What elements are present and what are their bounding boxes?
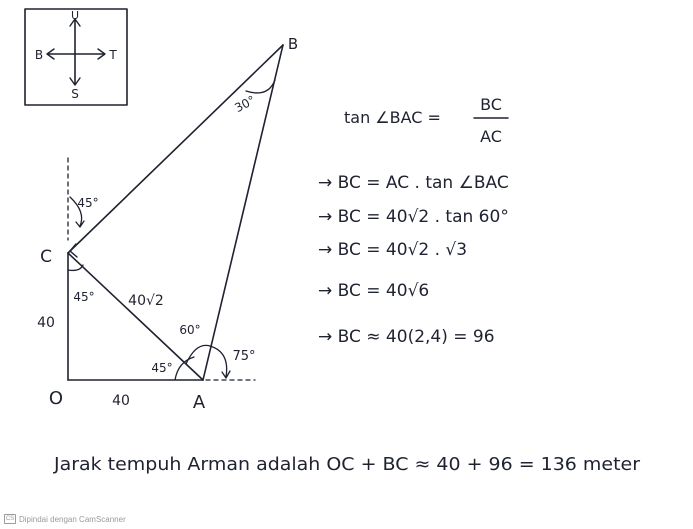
angle-b-label: 30° bbox=[232, 93, 257, 115]
calc-line-5: → BC ≈ 40(2,4) = 96 bbox=[318, 327, 495, 347]
angle-c-top-label: 45° bbox=[77, 196, 98, 210]
arrow-down-icon bbox=[69, 77, 81, 86]
camscanner-logo-icon: CS bbox=[4, 514, 16, 524]
point-a-label: A bbox=[193, 392, 206, 413]
compass-north-label: U bbox=[71, 9, 79, 22]
compass-east-label: T bbox=[108, 48, 117, 62]
angle-a-mid-label: 60° bbox=[179, 323, 200, 337]
calc-fraction-denominator: AC bbox=[480, 127, 502, 146]
conclusion-text: Jarak tempuh Arman adalah OC + BC ≈ 40 +… bbox=[53, 454, 641, 475]
point-o-label: O bbox=[49, 388, 63, 409]
calc-line-1: → BC = AC . tan ∠BAC bbox=[318, 173, 509, 193]
angle-arc-b bbox=[245, 79, 276, 94]
arrow-left-icon bbox=[46, 48, 55, 60]
calculation: tan ∠BAC = BC AC → BC = AC . tan ∠BAC → … bbox=[318, 95, 509, 347]
segment-ab bbox=[202, 44, 284, 381]
length-oa-label: 40 bbox=[112, 393, 130, 409]
calc-fraction-numerator: BC bbox=[480, 95, 502, 114]
angle-c-bottom-label: 45° bbox=[73, 290, 94, 304]
angle-a-left-label: 45° bbox=[151, 361, 172, 375]
calc-line-0-lhs: tan ∠BAC = bbox=[344, 108, 441, 127]
angle-a-right-label: 75° bbox=[232, 349, 255, 364]
camscanner-text: Dipindai dengan CamScanner bbox=[19, 514, 126, 524]
angle-arc-a-left bbox=[174, 356, 195, 381]
camscanner-watermark: CS Dipindai dengan CamScanner bbox=[4, 514, 126, 524]
right-angle-mark-c bbox=[69, 243, 78, 258]
segment-ca bbox=[67, 252, 204, 381]
length-ca-label: 40√2 bbox=[128, 293, 164, 309]
compass-west-label: B bbox=[35, 48, 43, 62]
angle-arc-a-right bbox=[209, 345, 231, 379]
compass-frame bbox=[24, 8, 128, 106]
angle-arc-c-bottom bbox=[67, 264, 84, 272]
point-c-label: C bbox=[40, 247, 52, 267]
calc-line-3: → BC = 40√2 . √3 bbox=[318, 240, 467, 260]
length-oc-label: 40 bbox=[37, 315, 55, 331]
calc-line-4: → BC = 40√6 bbox=[318, 281, 429, 301]
angle-arc-a-mid bbox=[185, 344, 211, 365]
geometry-diagram: B C O A 30° 45° 45° 45° 60° 75° 40 40 40… bbox=[37, 35, 298, 413]
segment-cb bbox=[67, 44, 284, 254]
compass: U B T S bbox=[24, 8, 128, 106]
point-b-label: B bbox=[288, 35, 298, 53]
calc-line-2: → BC = 40√2 . tan 60° bbox=[318, 207, 509, 227]
arrow-up-icon bbox=[69, 18, 81, 27]
angle-arc-c-top bbox=[69, 196, 85, 228]
compass-south-label: S bbox=[71, 87, 79, 101]
arrow-right-icon bbox=[97, 48, 106, 60]
